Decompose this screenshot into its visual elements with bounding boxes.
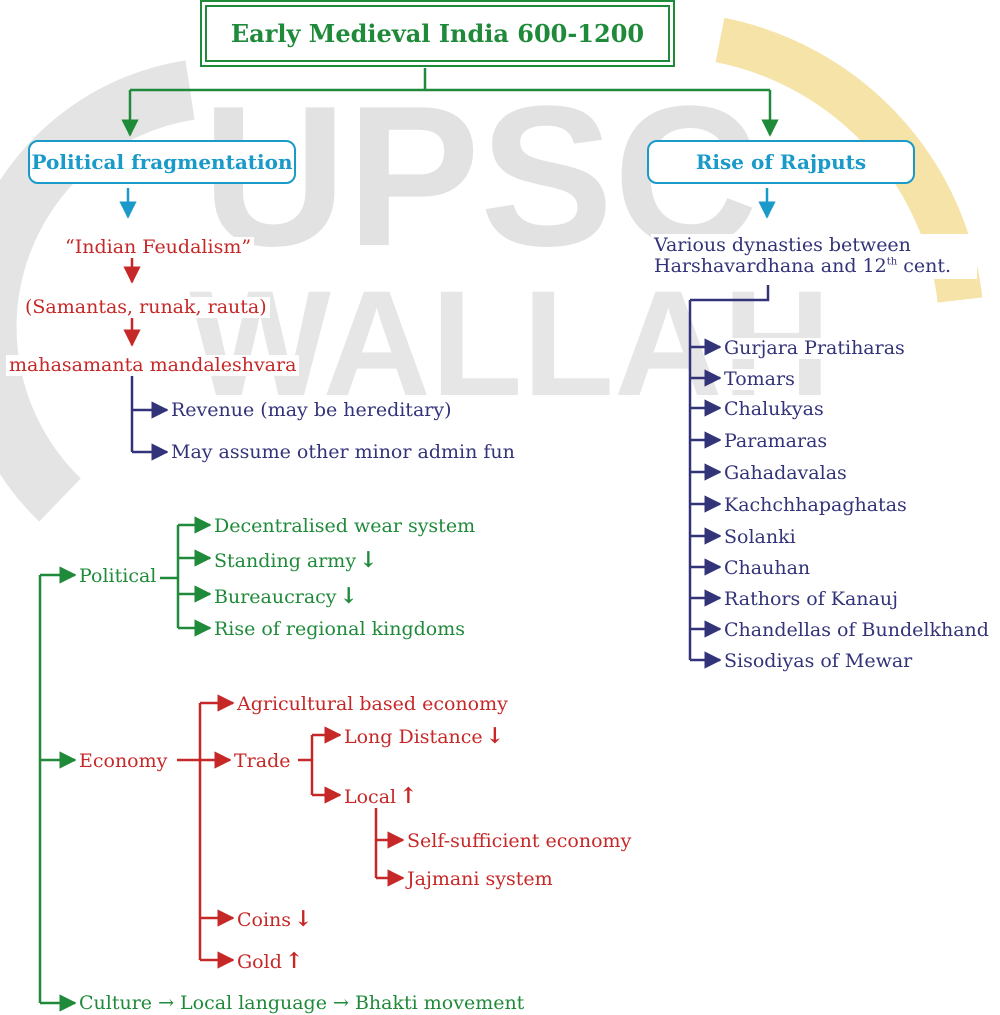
local-node: Local↑ xyxy=(341,784,421,808)
dynasties-heading-sup: th xyxy=(886,256,898,268)
dynasties-heading-line2: Harshavardhana and 12 xyxy=(654,255,887,278)
local-text: Local xyxy=(344,786,397,808)
dynasty-item: Gahadavalas xyxy=(721,463,850,484)
up-arrow-icon: ↑ xyxy=(284,948,304,974)
gold-node: Gold↑ xyxy=(234,948,307,974)
long-distance-text: Long Distance xyxy=(344,726,483,748)
gold-text: Gold xyxy=(237,951,282,973)
culture-node: Culture → Local language → Bhakti moveme… xyxy=(76,993,528,1014)
up-arrow-icon: ↑ xyxy=(399,783,418,809)
admin-node: May assume other minor admin fun xyxy=(168,442,518,463)
political-fragmentation-node: Political fragmentation xyxy=(28,140,296,184)
dynasties-heading-line2-end: cent. xyxy=(897,255,952,278)
dynasties-heading: Various dynasties between Harshavardhana… xyxy=(651,234,977,279)
political-item: Rise of regional kingdoms xyxy=(211,619,468,640)
self-sufficient-node: Self-sufficient economy xyxy=(404,831,635,852)
dynasty-item: Tomars xyxy=(721,369,798,390)
political-item: Standing army↓ xyxy=(211,548,381,572)
rise-of-rajputs-node: Rise of Rajputs xyxy=(647,140,915,184)
down-arrow-icon: ↓ xyxy=(294,906,313,932)
dynasty-item: Gurjara Pratiharas xyxy=(721,338,908,359)
political-item-text: Decentralised wear system xyxy=(214,515,476,537)
political-item: Decentralised wear system xyxy=(211,515,479,537)
political-item-text: Rise of regional kingdoms xyxy=(214,618,465,640)
agriculture-node: Agricultural based economy xyxy=(234,694,511,715)
coins-text: Coins xyxy=(237,909,292,931)
dynasty-item: Solanki xyxy=(721,527,799,548)
dynasties-heading-line1: Various dynasties between xyxy=(654,234,911,256)
dynasty-item: Kachchhapaghatas xyxy=(721,495,910,516)
mahasamanta-node: mahasamanta mandaleshvara xyxy=(6,355,300,376)
economy-node: Economy xyxy=(76,751,171,772)
trade-node: Trade xyxy=(231,751,294,772)
political-item-text: Bureaucracy xyxy=(214,586,337,608)
diagram-title: Early Medieval India 600-1200 xyxy=(200,0,675,67)
dynasty-item: Paramaras xyxy=(721,431,831,452)
dynasty-item: Chandellas of Bundelkhand xyxy=(721,620,992,641)
political-node: Political xyxy=(76,566,160,587)
indian-feudalism-node: “Indian Feudalism” xyxy=(62,237,255,258)
revenue-node: Revenue (may be hereditary) xyxy=(168,400,455,421)
down-arrow-icon: ↓ xyxy=(485,723,505,749)
jajmani-node: Jajmani system xyxy=(404,869,556,890)
down-arrow-icon: ↓ xyxy=(359,547,378,573)
samantas-node: (Samantas, runak, rauta) xyxy=(22,297,270,318)
down-arrow-icon: ↓ xyxy=(339,583,358,609)
dynasty-item: Rathors of Kanauj xyxy=(721,589,901,610)
dynasty-item: Sisodiyas of Mewar xyxy=(721,651,916,672)
coins-node: Coins↓ xyxy=(234,906,316,932)
dynasty-item: Chalukyas xyxy=(721,399,827,420)
dynasty-item: Chauhan xyxy=(721,558,814,579)
political-item: Bureaucracy↓ xyxy=(211,584,361,608)
political-item-text: Standing army xyxy=(214,550,357,572)
long-distance-node: Long Distance↓ xyxy=(341,723,508,749)
